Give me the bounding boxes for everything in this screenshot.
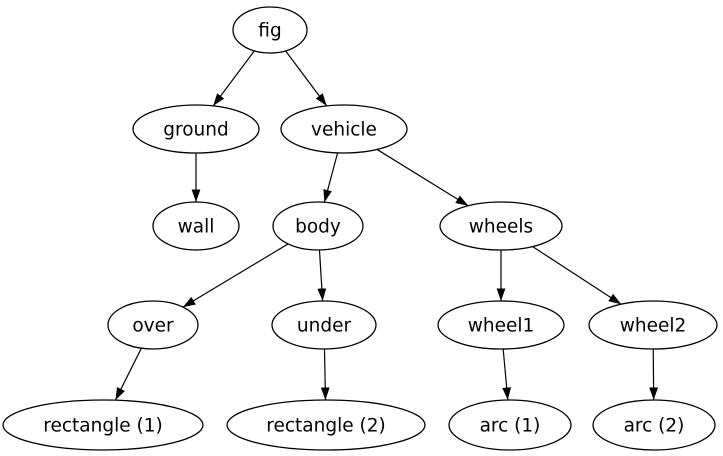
node-rectangle2: rectangle (2) — [226, 399, 426, 451]
node-shape — [152, 201, 240, 251]
node-shape — [271, 300, 377, 350]
node-fig: fig — [232, 6, 308, 54]
node-label: wall — [178, 217, 215, 238]
node-label: arc (1) — [480, 416, 541, 437]
node-shape — [592, 399, 716, 451]
node-rectangle1: rectangle (1) — [2, 399, 204, 451]
node-shape — [226, 399, 426, 451]
node-shape — [439, 201, 563, 251]
node-label: ground — [163, 120, 228, 141]
node-label: rectangle (1) — [43, 416, 162, 437]
node-over: over — [107, 300, 199, 350]
node-label: body — [295, 217, 341, 238]
node-label: rectangle (2) — [266, 416, 385, 437]
node-label: wheels — [469, 217, 533, 238]
node-wheel1: wheel1 — [437, 300, 565, 350]
node-label: fig — [258, 21, 281, 42]
node-label: over — [132, 316, 174, 337]
node-label: under — [297, 316, 352, 337]
node-vehicle: vehicle — [280, 104, 408, 154]
node-layer: fig ground vehicle wall body wheels — [2, 6, 718, 451]
node-ground: ground — [132, 104, 260, 154]
node-shape — [448, 399, 572, 451]
node-arc1: arc (1) — [448, 399, 572, 451]
node-wheel2: wheel2 — [588, 300, 718, 350]
node-body: body — [272, 201, 364, 251]
node-wall: wall — [152, 201, 240, 251]
node-label: wheel1 — [468, 316, 535, 337]
node-shape — [132, 104, 260, 154]
node-shape — [2, 399, 204, 451]
node-shape — [437, 300, 565, 350]
node-shape — [272, 201, 364, 251]
node-shape — [107, 300, 199, 350]
node-arc2: arc (2) — [592, 399, 716, 451]
node-shape — [588, 300, 718, 350]
node-label: arc (2) — [624, 416, 685, 437]
node-label: wheel2 — [620, 316, 687, 337]
node-wheels: wheels — [439, 201, 563, 251]
node-under: under — [271, 300, 377, 350]
node-shape — [280, 104, 408, 154]
node-label: vehicle — [311, 120, 377, 141]
node-shape — [232, 6, 308, 54]
